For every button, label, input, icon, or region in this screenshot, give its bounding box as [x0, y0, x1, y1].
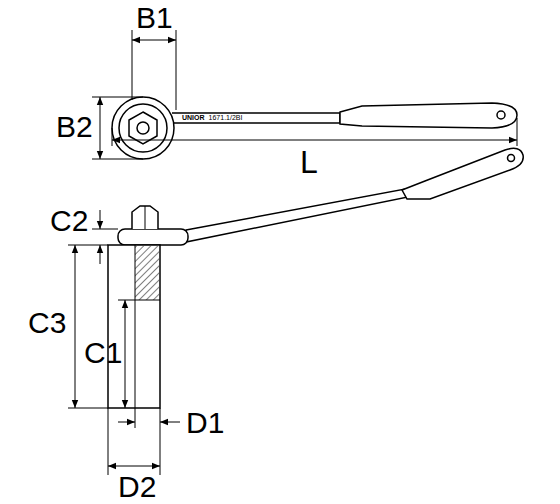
socket-body: [108, 245, 160, 408]
nut: [137, 122, 149, 134]
dimension-label: L: [300, 146, 318, 178]
dimension-label: B1: [136, 3, 173, 33]
hang-hole: [508, 155, 515, 162]
bolt-head: [132, 206, 158, 229]
dimension-label: D1: [186, 408, 224, 438]
handle-grip: [340, 103, 517, 128]
top-view: [92, 30, 517, 159]
handle-shaft: [172, 113, 340, 123]
dimension-label: C2: [50, 206, 88, 236]
section-hatch: [135, 246, 159, 300]
handle-grip: [402, 148, 523, 199]
side-view: [68, 148, 523, 475]
dimension-label: C1: [84, 338, 122, 368]
brand-mark: UNIOR: [182, 114, 205, 121]
socket-inner: [119, 104, 167, 152]
spline: [129, 112, 157, 144]
socket-ring: [112, 97, 174, 159]
dimension-label: D2: [118, 472, 156, 502]
dimension-label: B2: [56, 112, 93, 142]
hang-hole: [497, 111, 505, 119]
dimension-label: C3: [28, 308, 66, 338]
handle-plate: [118, 229, 188, 245]
part-number: 1671.1/2BI: [209, 114, 243, 121]
handle-arm: [186, 189, 408, 242]
